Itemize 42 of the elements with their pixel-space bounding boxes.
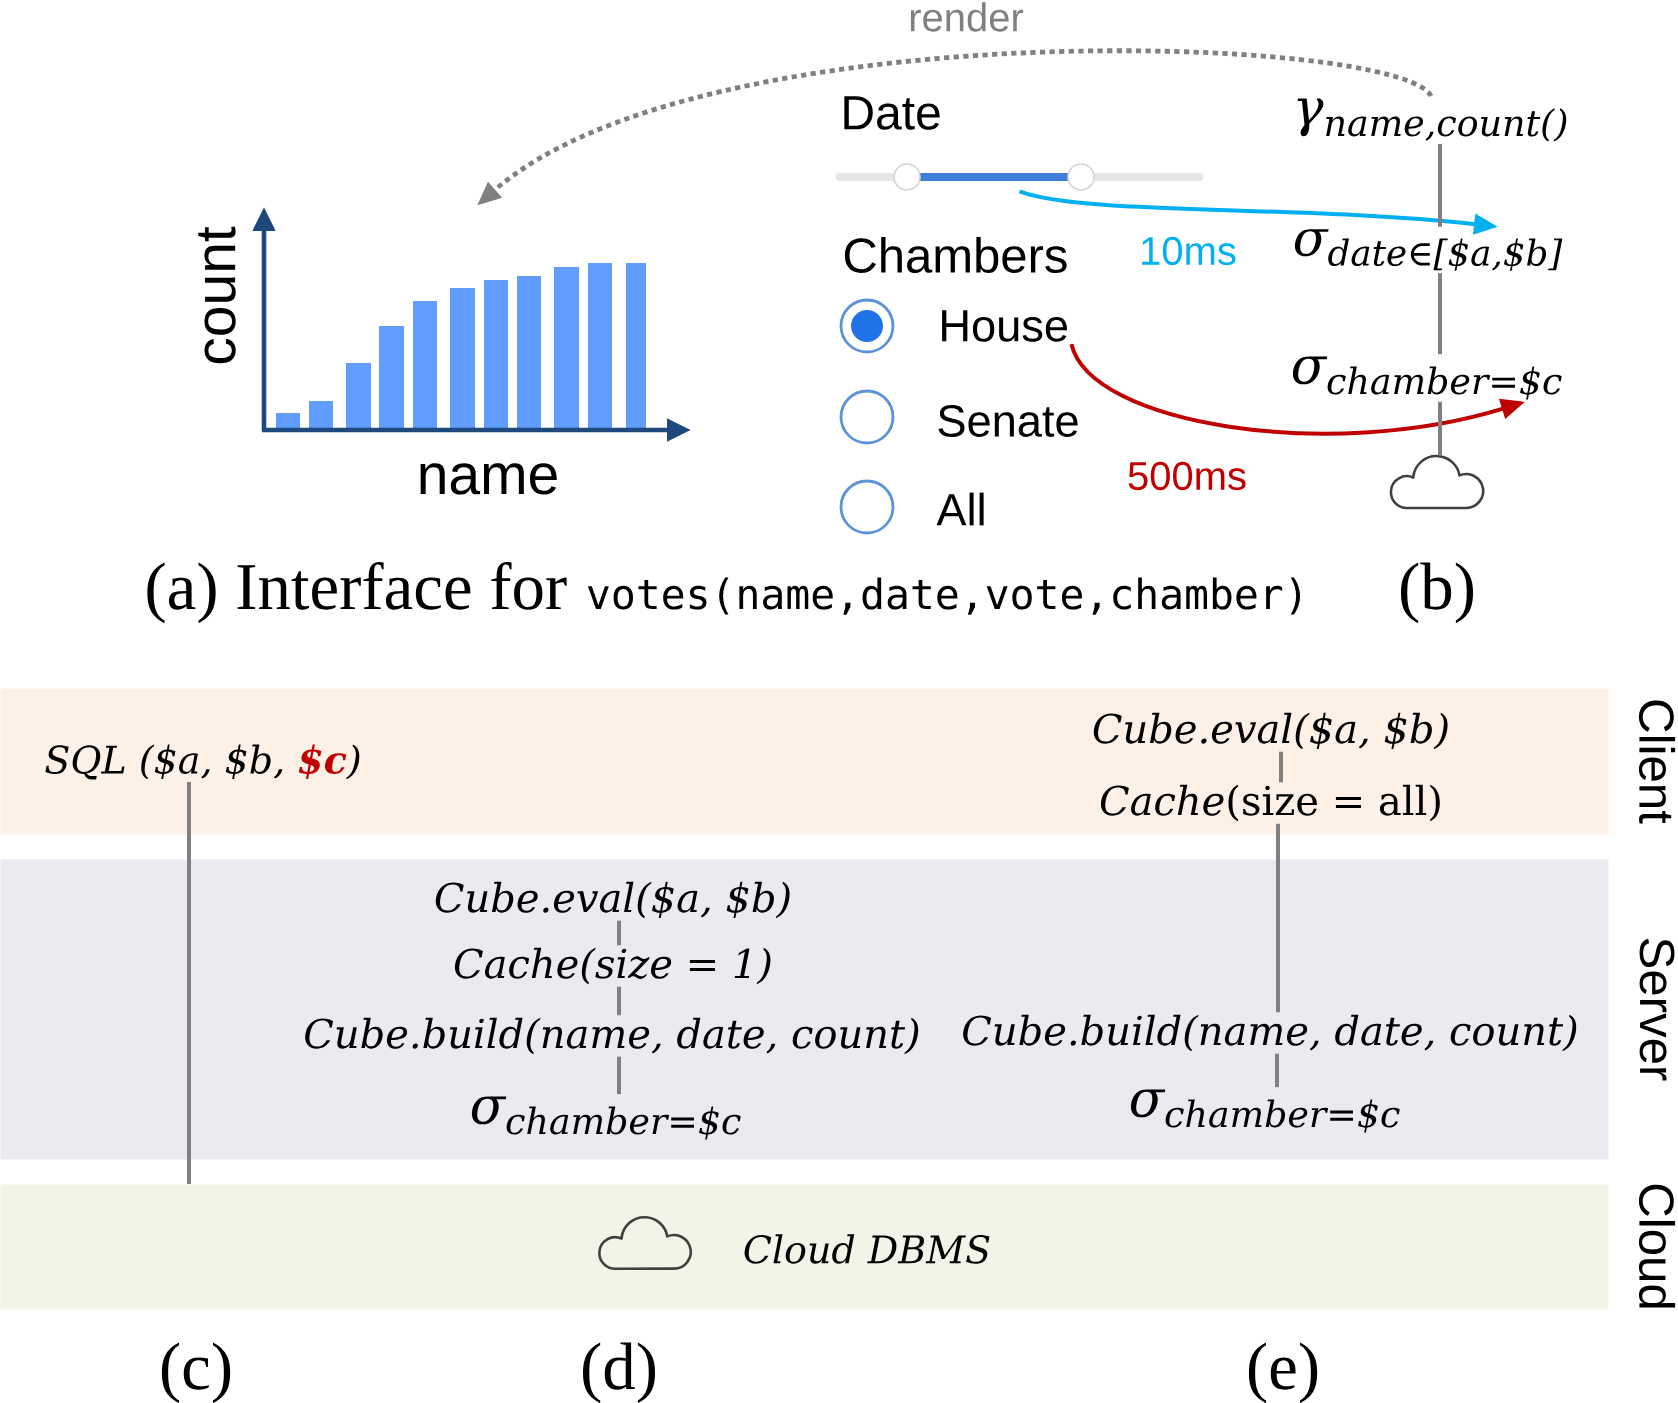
panel-label: (c) <box>161 1342 231 1403</box>
axis-label: count <box>198 226 236 364</box>
radio-label: House <box>942 310 1067 342</box>
expression-text: SQL ($a, $b, $c) <box>45 744 360 780</box>
expression-text: σ$_{chamber=$c}$ <box>1130 1089 1400 1133</box>
operator-text: σ$_{chamber=$c}$ <box>1292 356 1562 400</box>
expression-text: Cube.build(name, date, count) <box>963 1014 1577 1052</box>
connector-line <box>617 1056 621 1095</box>
expression-text: σ$_{chamber=$c}$ <box>471 1096 741 1140</box>
expression-text: Cache(size = all) <box>1100 784 1440 822</box>
panel-label: (e) <box>1248 1342 1318 1403</box>
lane-label: Client <box>1638 700 1676 824</box>
connector-line <box>1438 401 1442 456</box>
connector-line <box>1276 823 1280 1013</box>
connector-line <box>617 920 621 946</box>
connector-line <box>1275 1053 1279 1088</box>
radio-label: All <box>936 492 984 526</box>
lane-label: Cloud <box>1638 1184 1676 1308</box>
panel-label: (d) <box>583 1342 656 1403</box>
expression-text: Cube.eval($a, $b) <box>435 881 790 919</box>
edge-label: 500ms <box>1125 459 1250 493</box>
radio-label: Senate <box>938 405 1078 437</box>
control-label: Chambers <box>844 237 1067 273</box>
edge-label: 10ms <box>1137 234 1239 268</box>
edge-label: render <box>906 0 1026 34</box>
connector-line <box>1438 273 1442 355</box>
expression-text: Cache(size = 1) <box>454 947 771 985</box>
operator-text: σ$_{date∈[$a,$b]}$ <box>1294 229 1563 271</box>
cloud-icon <box>1389 454 1485 510</box>
control-label: Date <box>844 96 940 130</box>
connector-line <box>187 781 191 1184</box>
lane-label: Server <box>1639 938 1675 1081</box>
expression-text: Cube.eval($a, $b) <box>1093 712 1448 750</box>
expression-text: Cube.build(name, date, count) <box>305 1017 919 1055</box>
range-slider <box>835 163 1204 191</box>
connector-line <box>1438 143 1442 227</box>
caption: (a) Interface for <box>147 561 567 624</box>
dbms-label: Cloud DBMS <box>744 1234 990 1264</box>
axis-label: name <box>420 463 557 495</box>
connector-line <box>617 986 621 1016</box>
connector-line <box>1279 751 1283 783</box>
caption: votes(name,date,vote,chamber) <box>587 577 1301 615</box>
